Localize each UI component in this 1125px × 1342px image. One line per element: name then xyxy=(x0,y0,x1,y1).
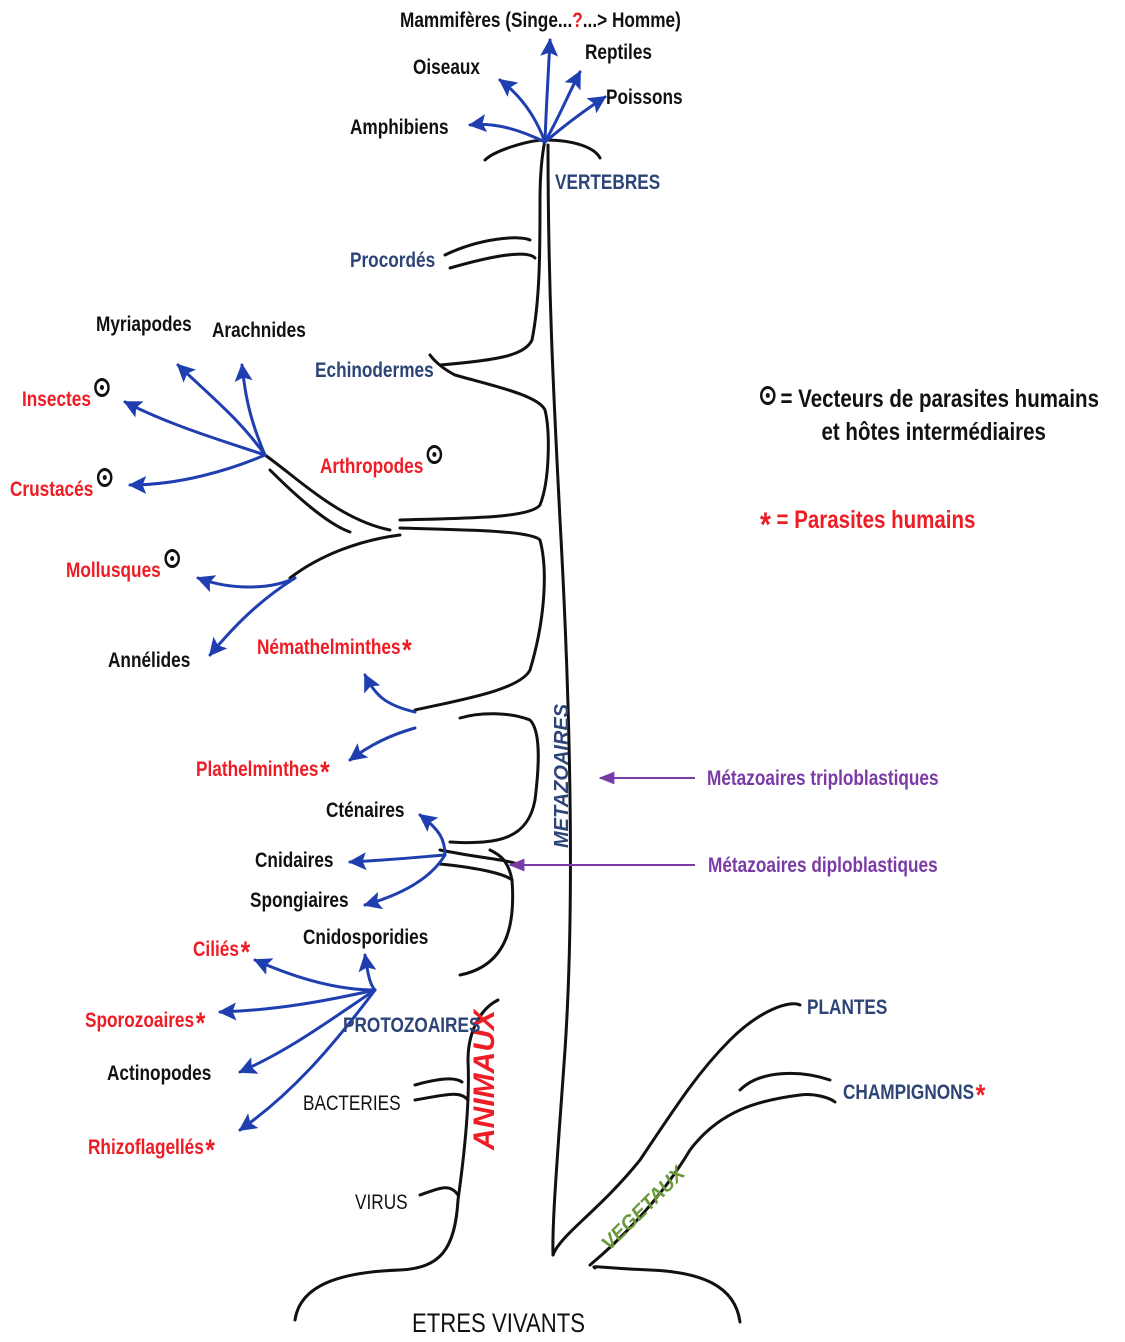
parasite-star: * xyxy=(241,936,251,969)
label-poissons: Poissons xyxy=(606,87,683,108)
label-echinodermes: Echinodermes xyxy=(315,360,434,381)
label-arachnides: Arachnides xyxy=(212,320,306,341)
label-rhizoflagelles: Rhizoflagellés* xyxy=(88,1130,215,1160)
legend-parasites: * = Parasites humains xyxy=(760,495,975,539)
annotation-arrows xyxy=(510,778,695,865)
label-cilies: Ciliés* xyxy=(193,932,250,962)
legend-vectors: = Vecteurs de parasites humains et hôtes… xyxy=(760,383,1099,448)
vector-dot-icon xyxy=(164,549,180,568)
label-actinopodes: Actinopodes xyxy=(107,1063,211,1084)
label-virus: VIRUS xyxy=(355,1192,408,1213)
parasite-star: * xyxy=(196,1007,206,1040)
label-mollusques: Mollusques xyxy=(66,558,180,581)
label-champignons: CHAMPIGNONS* xyxy=(843,1075,985,1105)
label-mammiferes: Mammifères (Singe...?...> Homme) xyxy=(400,10,681,31)
root-label: ETRES VIVANTS xyxy=(412,1310,585,1337)
blue-branch-arrows xyxy=(125,40,605,1130)
label-nemathelminthes: Némathelminthes* xyxy=(257,630,412,660)
label-procordes: Procordés xyxy=(350,250,435,271)
label-oiseaux: Oiseaux xyxy=(413,57,480,78)
black-trunk-lines xyxy=(265,140,835,1322)
label-plantes: PLANTES xyxy=(807,997,887,1018)
label-ctenaires: Cténaires xyxy=(326,800,404,821)
parasite-star: * xyxy=(320,756,330,789)
label-plathelminthes: Plathelminthes* xyxy=(196,752,330,782)
label-reptiles: Reptiles xyxy=(585,42,652,63)
vector-dot-icon xyxy=(94,378,110,397)
annotation-diploblastiques: Métazoaires diploblastiques xyxy=(708,855,938,876)
label-cnidosporidies: Cnidosporidies xyxy=(303,927,428,948)
label-annelides: Annélides xyxy=(108,650,190,671)
parasite-star: * xyxy=(402,634,412,667)
label-vertebres: VERTEBRES xyxy=(555,172,660,193)
parasite-star: * xyxy=(205,1134,215,1167)
vector-dot-icon xyxy=(97,468,113,487)
annotation-triploblastiques: Métazoaires triploblastiques xyxy=(707,768,939,789)
vector-dot-icon xyxy=(427,445,443,464)
label-amphibiens: Amphibiens xyxy=(350,117,449,138)
vector-dot-icon xyxy=(760,386,776,405)
label-myriapodes: Myriapodes xyxy=(96,314,192,335)
label-sporozoaires: Sporozoaires* xyxy=(85,1003,205,1033)
label-crustaces: Crustacés xyxy=(10,477,112,500)
label-insectes: Insectes xyxy=(22,387,110,410)
label-bacteries: BACTERIES xyxy=(303,1093,401,1114)
label-protozoaires: PROTOZOAIRES xyxy=(343,1015,480,1036)
parasite-star: * xyxy=(976,1079,986,1112)
label-spongiaires: Spongiaires xyxy=(250,890,349,911)
label-cnidaires: Cnidaires xyxy=(255,850,333,871)
label-metazoaires: METAZOAIRES xyxy=(552,704,572,848)
label-arthropodes: Arthropodes xyxy=(320,454,442,477)
